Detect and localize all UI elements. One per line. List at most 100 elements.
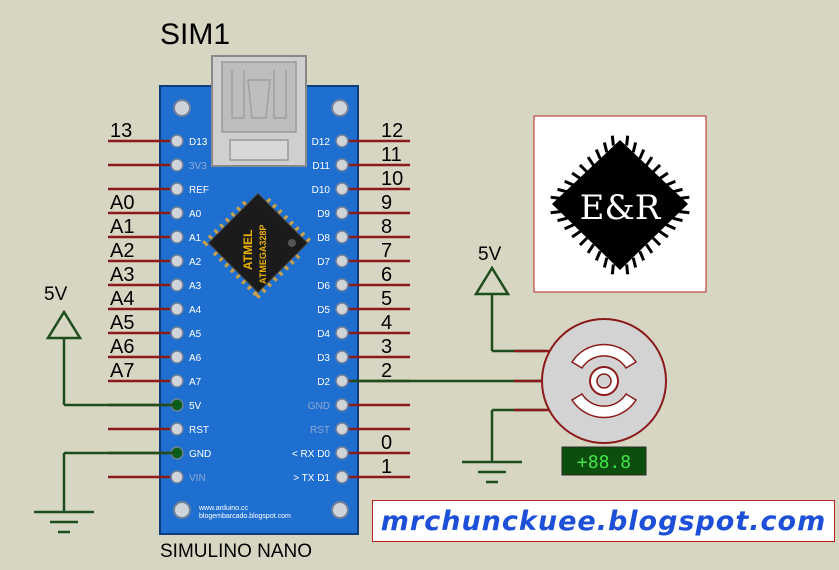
pin-label: D12 bbox=[312, 137, 331, 148]
board-credit-1: www.arduino.cc bbox=[198, 505, 249, 512]
pin-label: A6 bbox=[189, 353, 202, 364]
pin-label: > TX D1 bbox=[293, 473, 330, 484]
pin-pad bbox=[335, 398, 349, 412]
net-label: 10 bbox=[381, 168, 403, 190]
pin-label: D5 bbox=[317, 305, 330, 316]
pin-pad bbox=[335, 470, 349, 484]
right-pin-9[interactable]: D33 bbox=[317, 336, 410, 364]
pin-pad bbox=[335, 326, 349, 340]
usb-connector bbox=[211, 55, 307, 167]
net-label: 5 bbox=[381, 288, 392, 310]
pin-label: D3 bbox=[317, 353, 330, 364]
power-label-left: 5V bbox=[44, 284, 68, 305]
net-label: 7 bbox=[381, 240, 392, 262]
pin-pad bbox=[335, 350, 349, 364]
pin-pad bbox=[170, 158, 184, 172]
net-label: 8 bbox=[381, 216, 392, 238]
right-pin-3[interactable]: D9 9 bbox=[317, 192, 410, 220]
pin-pad bbox=[170, 134, 184, 148]
pin-pad bbox=[170, 302, 184, 316]
pin-pad bbox=[335, 422, 349, 436]
pin-label: GND bbox=[308, 401, 330, 412]
left-pin-0[interactable]: D13 13 bbox=[108, 120, 208, 148]
pin-label: RST bbox=[310, 425, 330, 436]
servo-motor[interactable] bbox=[541, 318, 667, 444]
board-credit-2: blogembarcado.blogspot.com bbox=[199, 513, 291, 520]
pin-label: D8 bbox=[317, 233, 330, 244]
net-label: 6 bbox=[381, 264, 392, 286]
pin-label: A5 bbox=[189, 329, 202, 340]
pin-label: REF bbox=[189, 185, 209, 196]
pin-label: D10 bbox=[312, 185, 331, 196]
component-reference: SIM1 bbox=[160, 18, 230, 51]
blog-banner: mrchunckuee.blogspot.com bbox=[372, 500, 835, 542]
power-net-left bbox=[45, 309, 175, 407]
right-pin-6[interactable]: D66 bbox=[317, 264, 410, 292]
left-pin-2[interactable]: REF bbox=[108, 182, 209, 196]
ground-symbol-servo bbox=[462, 408, 545, 484]
pin-pad bbox=[335, 182, 349, 196]
left-pin-14[interactable]: VIN bbox=[108, 470, 206, 484]
net-label: 1 bbox=[381, 456, 392, 478]
right-pin-2[interactable]: D10 10 bbox=[312, 168, 410, 196]
right-pin-7[interactable]: D5 5 bbox=[317, 288, 410, 316]
pin-label: A0 bbox=[189, 209, 202, 220]
pin-pad bbox=[335, 446, 349, 460]
pin-pad bbox=[335, 374, 349, 388]
right-pin-1[interactable]: D11 11 bbox=[312, 144, 410, 172]
pin-pad bbox=[335, 206, 349, 220]
mount-hole-top-right bbox=[331, 99, 349, 117]
pin-label: GND bbox=[189, 449, 211, 460]
right-pin-12[interactable]: RST bbox=[310, 422, 410, 436]
pin-label: D13 bbox=[189, 137, 208, 148]
pin-pad bbox=[170, 230, 184, 244]
pin-pad bbox=[170, 278, 184, 292]
atmega-chip bbox=[202, 192, 312, 299]
pin-pad bbox=[335, 254, 349, 268]
servo-angle-value: +88.8 bbox=[577, 452, 631, 473]
left-pin-12[interactable]: RST bbox=[108, 422, 209, 436]
net-label: A3 bbox=[110, 264, 134, 286]
right-pin-4[interactable]: D8 8 bbox=[317, 216, 410, 244]
pin-pad bbox=[335, 230, 349, 244]
pin-label: A2 bbox=[189, 257, 202, 268]
right-pin-5[interactable]: D77 bbox=[317, 240, 410, 268]
chip-brand: ATMEL bbox=[241, 230, 255, 270]
net-label: 11 bbox=[381, 144, 402, 166]
right-pin-8[interactable]: D44 bbox=[317, 312, 410, 340]
net-label: 9 bbox=[381, 192, 392, 214]
pin-pad bbox=[335, 278, 349, 292]
pin-label: D9 bbox=[317, 209, 330, 220]
er-logo: E&R bbox=[533, 115, 707, 293]
mount-hole-top-left bbox=[173, 99, 191, 117]
right-pin-13[interactable]: < RX D00 bbox=[292, 432, 410, 460]
pin-label: < RX D0 bbox=[292, 449, 331, 460]
net-label: 2 bbox=[381, 360, 392, 382]
mount-hole-bottom-left bbox=[173, 501, 191, 519]
net-label: A4 bbox=[110, 288, 134, 310]
pin-label: D2 bbox=[317, 377, 330, 388]
logo-text: E&R bbox=[580, 188, 662, 228]
net-label: A0 bbox=[110, 192, 134, 214]
right-pin-14[interactable]: > TX D1 1 bbox=[293, 456, 410, 484]
mount-hole-bottom-right bbox=[331, 501, 349, 519]
net-label: 13 bbox=[110, 120, 132, 142]
net-label: A6 bbox=[110, 336, 134, 358]
pin-label: D11 bbox=[312, 161, 330, 172]
left-pin-1[interactable]: 3V3 bbox=[108, 158, 207, 172]
right-pin-11[interactable]: GND bbox=[308, 398, 410, 412]
pin-label: D4 bbox=[317, 329, 330, 340]
pin-pad bbox=[170, 254, 184, 268]
pin-pad bbox=[170, 374, 184, 388]
net-label: A7 bbox=[110, 360, 134, 382]
